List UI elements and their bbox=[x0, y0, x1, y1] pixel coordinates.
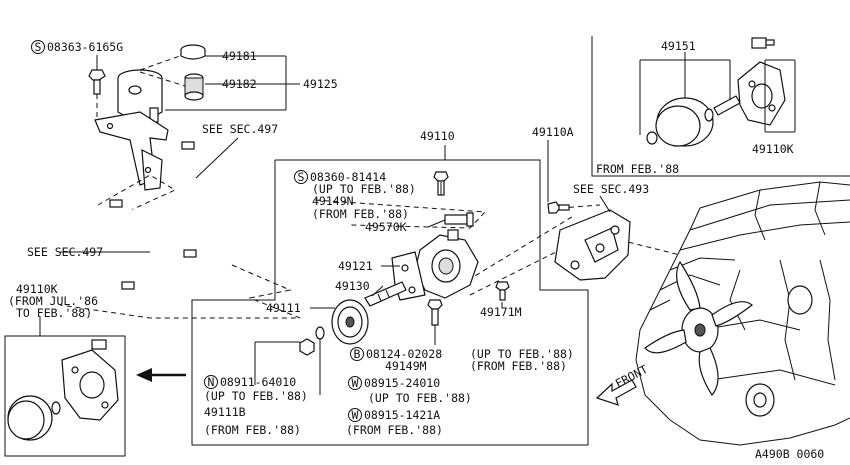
label-49111b: 49111B bbox=[204, 405, 246, 419]
label-up-to-feb-88-b: (UP TO FEB.'88) bbox=[470, 347, 574, 361]
washer-icon bbox=[315, 326, 325, 340]
marker-w: W bbox=[352, 376, 359, 390]
pump-body-icon bbox=[61, 349, 119, 421]
leaders-center bbox=[254, 140, 549, 395]
label-49121: 49121 bbox=[338, 259, 373, 273]
label-see-sec-493: SEE SEC.493 bbox=[573, 182, 649, 196]
reservoir-assembly bbox=[88, 44, 206, 216]
marker-n: N bbox=[208, 375, 215, 389]
belt-pulley-icon bbox=[745, 285, 813, 417]
label-from-feb-88-c: (FROM FEB.'88) bbox=[204, 423, 301, 437]
arrow-left-icon bbox=[136, 368, 186, 382]
label-up-to-feb-88-a: (UP TO FEB.'88) bbox=[312, 182, 416, 196]
bolt-icon bbox=[427, 299, 443, 326]
bolt-icon bbox=[547, 201, 570, 214]
mount-bracket bbox=[554, 195, 631, 281]
label-49182: 49182 bbox=[222, 77, 257, 91]
label-49149m: 49149M bbox=[385, 359, 427, 373]
labels: S 08363-6165G 49181 49182 49125 SEE SEC.… bbox=[8, 39, 824, 461]
label-49130: 49130 bbox=[335, 279, 370, 293]
diagram-code: A490B 0060 bbox=[755, 447, 824, 461]
label-49171m: 49171M bbox=[480, 305, 522, 319]
label-from-jul-86: (FROM JUL.'86 bbox=[8, 294, 98, 308]
label-08911-64010: 08911-64010 bbox=[220, 375, 296, 389]
inset-frame-top-right bbox=[591, 36, 850, 177]
dashed-connections bbox=[59, 199, 681, 319]
label-from-feb-88-d: (FROM FEB.'88) bbox=[346, 423, 443, 437]
label-08915-24010: 08915-24010 bbox=[364, 376, 440, 390]
label-49570k: 49570K bbox=[365, 220, 407, 234]
main-frame bbox=[191, 159, 589, 446]
pulley-icon bbox=[7, 395, 53, 441]
front-arrow-icon bbox=[595, 379, 637, 406]
label-49110k-right: 49110K bbox=[752, 142, 794, 156]
reservoir-cap-icon bbox=[180, 44, 206, 60]
pulley-icon bbox=[655, 97, 714, 147]
label-08360-81414: 08360-81414 bbox=[310, 170, 386, 184]
label-49110k-left: 49110K bbox=[16, 282, 58, 296]
inset-frame-left bbox=[4, 335, 126, 457]
marker-s: S bbox=[298, 170, 305, 184]
fan-icon bbox=[644, 260, 753, 397]
leaders-top-left bbox=[60, 55, 300, 253]
marker-w: W bbox=[352, 408, 359, 422]
marker-s: S bbox=[35, 40, 42, 54]
label-08363-6165g: 08363-6165G bbox=[47, 40, 123, 54]
washer-icon bbox=[51, 401, 61, 415]
pump-body-icon bbox=[737, 61, 786, 126]
bolt-icon bbox=[88, 69, 106, 95]
marker-b: B bbox=[354, 347, 361, 361]
label-49110a: 49110A bbox=[532, 125, 574, 139]
label-49125: 49125 bbox=[303, 77, 338, 91]
label-see-sec-497-left: SEE SEC.497 bbox=[27, 245, 103, 259]
reservoir-bracket-icon bbox=[94, 111, 169, 191]
inset-parts-left bbox=[7, 316, 119, 441]
union-fitting-icon bbox=[444, 212, 474, 227]
pump-assembly bbox=[299, 171, 570, 356]
strainer-icon bbox=[184, 73, 204, 101]
pump-body-icon bbox=[414, 229, 479, 299]
label-from-feb-88-b: (FROM FEB.'88) bbox=[470, 359, 567, 373]
label-49110: 49110 bbox=[420, 129, 455, 143]
label-from-feb-88-a: (FROM FEB.'88) bbox=[312, 207, 409, 221]
label-08915-1421a: 08915-1421A bbox=[364, 408, 440, 422]
label-49181: 49181 bbox=[222, 49, 257, 63]
label-from-feb-88-right: FROM FEB.'88 bbox=[596, 162, 679, 176]
label-49149n: 49149N bbox=[312, 194, 354, 208]
union-fitting-icon bbox=[91, 339, 107, 350]
bolt-icon bbox=[495, 281, 510, 301]
pump-shaft-icon bbox=[713, 95, 741, 116]
inset-parts-top-right bbox=[639, 37, 796, 147]
label-49151: 49151 bbox=[661, 39, 696, 53]
label-up-to-feb-88-c: (UP TO FEB.'88) bbox=[204, 389, 308, 403]
label-49111: 49111 bbox=[266, 301, 301, 315]
reservoir-tank-icon bbox=[117, 69, 163, 123]
label-up-to-feb-88-d: (UP TO FEB.'88) bbox=[368, 391, 472, 405]
label-08124-02028: 08124-02028 bbox=[366, 347, 442, 361]
label-to-feb-88: TO FEB.'88) bbox=[16, 306, 92, 320]
union-fitting-icon bbox=[751, 37, 775, 49]
pump-shaft-icon bbox=[364, 281, 407, 307]
washer-icon bbox=[646, 108, 714, 145]
nut-icon bbox=[299, 338, 315, 356]
engine-illustration bbox=[635, 181, 850, 446]
hoses bbox=[109, 141, 197, 290]
label-see-sec-497-top: SEE SEC.497 bbox=[202, 122, 278, 136]
hose-clamp-icon bbox=[109, 141, 197, 290]
pulley-icon bbox=[331, 299, 369, 345]
